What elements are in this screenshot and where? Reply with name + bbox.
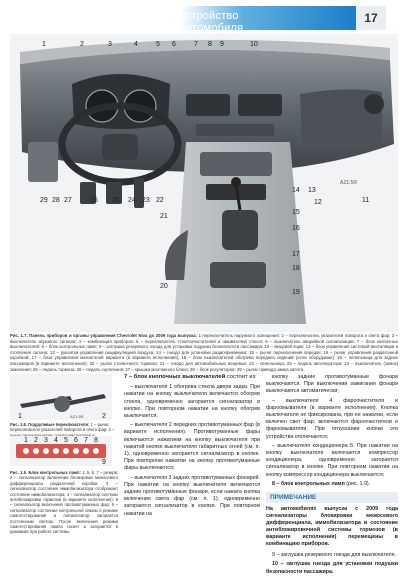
figure3-caption-text: 1, 5, 6, 7 – резерв; 2 – сигнализатор вк… [10, 470, 118, 535]
figure1-caption: Рис. 1.7. Панель приборов и органы управ… [10, 333, 398, 372]
fig3-callout-6: 6 [74, 437, 78, 444]
callout-13: 13 [308, 187, 316, 194]
callout-7: 7 [194, 41, 198, 48]
callout-10: 10 [250, 41, 258, 48]
dashboard-figure: 1 2 3 4 5 6 7 8 9 10 29 28 27 26 25 24 2… [10, 34, 398, 332]
callout-21: 21 [160, 213, 168, 220]
brake-pedal [106, 182, 122, 204]
col3-para-1: кнопку задние противотуманные фонари вык… [266, 374, 398, 395]
note-text: На автомобилях выпуска с 2009 года сигна… [266, 506, 398, 548]
callout-26: 26 [90, 197, 98, 204]
shifter-boot [222, 210, 258, 250]
item9: 9 – заглушка резервного гнезда для выклю… [272, 552, 396, 559]
text-column-2: 7 – блок кнопочных выключателей состоит … [124, 374, 260, 520]
callout-5: 5 [156, 41, 160, 48]
callout-17: 17 [292, 251, 300, 258]
climate-control [200, 152, 272, 176]
callout-22: 22 [156, 197, 164, 204]
item7-para-1: – выключателя 1 обогрева стекла двери за… [124, 384, 260, 420]
right-callouts: 11 12 13 14 15 16 17 18 19 20 21 [160, 187, 369, 296]
center-vents-right [238, 94, 282, 116]
callout-14: 14 [292, 187, 300, 194]
center-vents [186, 94, 230, 116]
callout-19: 19 [292, 289, 300, 296]
fig3-callout-7: 7 [84, 437, 88, 444]
item8: 8 – блок контрольных ламп (рис. 1.9). [272, 480, 371, 487]
figure2-caption-label: Рис. 1.8. Подрулевые переключатели: [10, 422, 90, 427]
callout-11: 11 [362, 197, 369, 204]
figure3-caption: Рис. 1.9. Блок контрольных ламп: 1, 5, 6… [10, 470, 118, 535]
callout-4: 4 [134, 41, 138, 48]
fig3-callout-2: 2 [34, 437, 38, 444]
windshield-edge [20, 39, 390, 64]
gear-knob [231, 177, 241, 187]
callout-12: 12 [314, 199, 322, 206]
item7-heading: 7 – блок кнопочных выключателей состоит … [124, 374, 257, 380]
figure1-caption-text: 1 переключатель наружного освещения; 2 –… [10, 333, 398, 372]
lamp-block [16, 444, 106, 458]
callout-9: 9 [220, 41, 224, 48]
ashtray-rear [210, 262, 266, 288]
fig3-callout-5: 5 [64, 437, 68, 444]
fig2-watermark: AZ1:5R [70, 414, 84, 419]
figure3-caption-label: Рис. 1.9. Блок контрольных ламп: [10, 470, 81, 475]
page-number: 17 [356, 6, 386, 30]
col3-para-3: – выключателя кондиционера 5. При нажати… [266, 442, 398, 478]
figure1-caption-label: Рис. 1.7. Панель приборов и органы управ… [10, 333, 198, 338]
callout-1: 1 [42, 41, 46, 48]
fig3-callouts: 1 2 3 4 5 6 7 8 9 [24, 437, 106, 466]
fig3-callout-3: 3 [44, 437, 48, 444]
section-title: устройство автомобиля [180, 10, 244, 34]
item7-para-2: – выключателя 2 передних противотуманных… [124, 422, 260, 472]
stalk-switches-figure: 1 2 AZ1:5R [10, 374, 112, 420]
fig3-callout-9: 9 [102, 459, 106, 466]
callout-28: 28 [52, 197, 60, 204]
top-callouts: 1 2 3 4 5 6 7 8 9 10 [42, 41, 258, 48]
callout-29: 29 [40, 197, 48, 204]
callout-6: 6 [172, 41, 176, 48]
fuse-box-cover [28, 142, 58, 182]
steering-hub [102, 134, 138, 160]
lamp-icons [23, 448, 99, 454]
callout-24: 24 [128, 197, 136, 204]
callout-23: 23 [142, 197, 150, 204]
accelerator-pedal [134, 178, 144, 208]
clutch-pedal [80, 182, 96, 204]
handbrake-lever [164, 230, 188, 280]
callout-3: 3 [108, 41, 112, 48]
fig3-callout-1: 1 [24, 437, 28, 444]
callout-2: 2 [80, 41, 84, 48]
callout-25: 25 [112, 197, 120, 204]
note-heading: ПРИМЕЧАНИЕ [266, 492, 398, 504]
item7-para-3: – выключателя 3 задних противотуманных ф… [124, 474, 260, 517]
switch-block [196, 124, 274, 136]
page-header: устройство автомобиля 17 [0, 6, 408, 34]
steering-column [54, 396, 70, 412]
warning-lamps-figure: 1 2 3 4 5 6 7 8 9 [10, 436, 112, 466]
callout-8: 8 [208, 41, 212, 48]
callout-18: 18 [292, 265, 300, 272]
side-vent [364, 94, 384, 114]
text-column-3: кнопку задние противотуманные фонари вык… [266, 374, 398, 578]
glove-box [300, 89, 382, 149]
fig2-callout-2: 2 [102, 413, 106, 420]
callout-16: 16 [292, 225, 300, 232]
callout-20: 20 [160, 283, 168, 290]
item10: 10 – заглушка гнезда для установки подуш… [266, 561, 398, 575]
bottom-callouts: 29 28 27 26 25 24 23 22 [40, 197, 164, 204]
callout-27: 27 [64, 197, 72, 204]
callout-15: 15 [292, 209, 300, 216]
header-bar: устройство автомобиля [180, 6, 356, 34]
fig2-callout-1: 1 [18, 413, 22, 420]
fig3-callout-4: 4 [54, 437, 58, 444]
col3-para-2: – выключателя 4 фароочистителя и фароомы… [266, 397, 398, 440]
figure-watermark: AZ1:5R [340, 180, 357, 186]
fig3-callout-8: 8 [94, 437, 98, 444]
